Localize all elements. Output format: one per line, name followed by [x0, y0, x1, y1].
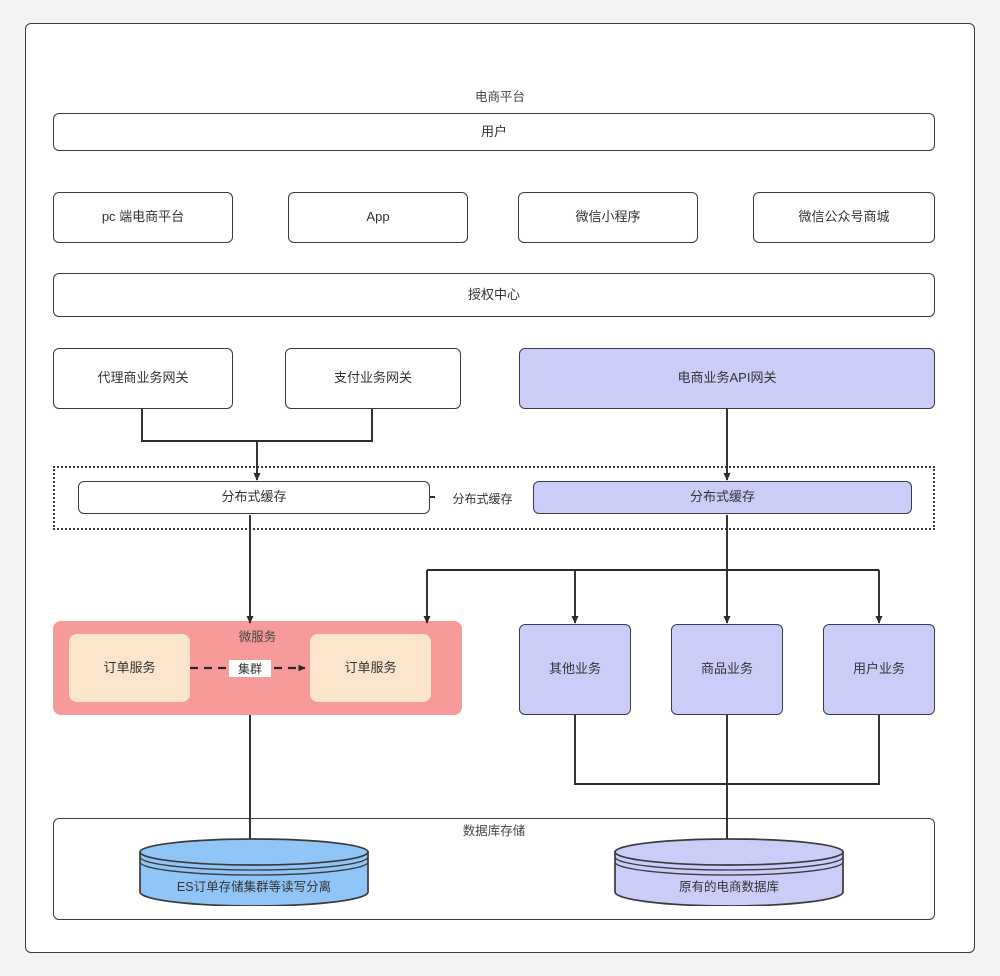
database-cylinder-icon: [614, 838, 844, 907]
edge-label-cluster: 集群: [229, 660, 271, 677]
node-auth-center-label: 授权中心: [467, 286, 520, 302]
database-cylinder-icon: [139, 838, 369, 907]
group-database-storage-label: 数据库存储: [462, 824, 526, 838]
node-order-service-b-label: 订单服务: [344, 659, 397, 675]
node-wechat-miniprogram-label: 微信小程序: [575, 209, 641, 225]
node-pc-platform[interactable]: pc 端电商平台: [53, 192, 233, 243]
node-order-service-a-label: 订单服务: [103, 659, 156, 675]
node-cache-left[interactable]: 分布式缓存: [78, 481, 430, 514]
node-cache-right[interactable]: 分布式缓存: [533, 481, 912, 514]
node-wechat-official-mall-label: 微信公众号商城: [798, 209, 890, 225]
node-other-business-label: 其他业务: [548, 661, 601, 677]
group-microservices-label: 微服务: [238, 630, 277, 644]
node-user-label: 用户: [480, 123, 507, 139]
diagram-title: 电商平台: [474, 90, 525, 104]
node-cache-right-label: 分布式缓存: [689, 489, 755, 505]
node-user[interactable]: 用户: [53, 113, 935, 151]
node-ecommerce-api-gateway[interactable]: 电商业务API网关: [519, 348, 935, 409]
node-legacy-ecommerce-db[interactable]: 原有的电商数据库: [613, 838, 845, 907]
node-product-business[interactable]: 商品业务: [671, 624, 783, 715]
group-cache-layer: [53, 466, 935, 530]
node-agent-gateway-label: 代理商业务网关: [97, 370, 189, 386]
node-payment-gateway[interactable]: 支付业务网关: [285, 348, 461, 409]
node-pc-platform-label: pc 端电商平台: [101, 209, 185, 225]
node-app[interactable]: App: [288, 192, 468, 243]
node-order-service-a[interactable]: 订单服务: [69, 634, 190, 702]
node-wechat-official-mall[interactable]: 微信公众号商城: [753, 192, 935, 243]
node-app-label: App: [366, 209, 390, 225]
node-cache-left-label: 分布式缓存: [221, 489, 287, 505]
node-order-service-b[interactable]: 订单服务: [310, 634, 431, 702]
node-es-order-db[interactable]: ES订单存储集群等读写分离: [138, 838, 370, 907]
node-product-business-label: 商品业务: [700, 661, 753, 677]
node-user-business[interactable]: 用户业务: [823, 624, 935, 715]
node-auth-center[interactable]: 授权中心: [53, 273, 935, 317]
node-user-business-label: 用户业务: [852, 661, 905, 677]
node-ecommerce-api-gateway-label: 电商业务API网关: [677, 370, 777, 386]
node-wechat-miniprogram[interactable]: 微信小程序: [518, 192, 698, 243]
node-payment-gateway-label: 支付业务网关: [333, 370, 412, 386]
edge-label-cache-sync: 分布式缓存: [435, 490, 530, 507]
node-agent-gateway[interactable]: 代理商业务网关: [53, 348, 233, 409]
node-other-business[interactable]: 其他业务: [519, 624, 631, 715]
